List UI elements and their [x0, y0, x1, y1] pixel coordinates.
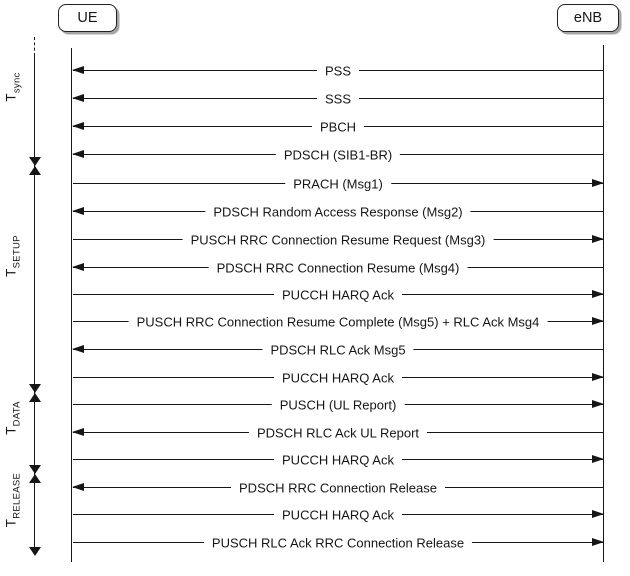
- timeline-arrowhead-down-icon: [28, 547, 41, 556]
- message-label: PRACH (Msg1): [285, 176, 391, 192]
- arrowhead-right-icon: [592, 455, 604, 463]
- section-label-trelease: TRELEASE: [3, 472, 23, 528]
- message-label: PDSCH RLC Ack UL Report: [248, 425, 428, 441]
- enb-actor-label: eNB: [573, 10, 603, 26]
- message-label: PUSCH (UL Report): [271, 397, 405, 413]
- message-label: PUSCH RRC Connection Resume Complete (Ms…: [128, 314, 548, 330]
- arrowhead-right-icon: [592, 235, 604, 243]
- timeline-arrowhead-down-icon: [28, 384, 41, 393]
- arrowhead-left-icon: [72, 483, 84, 491]
- enb-lifeline: [603, 45, 604, 562]
- arrowhead-right-icon: [592, 400, 604, 408]
- arrowhead-right-icon: [592, 179, 604, 187]
- arrowhead-right-icon: [592, 317, 604, 325]
- timeline-dashed-start: [34, 37, 35, 56]
- timeline-arrowhead-up-icon: [28, 393, 41, 402]
- ue-lifeline: [71, 48, 72, 562]
- message-label: PUSCH RLC Ack RRC Connection Release: [203, 535, 473, 551]
- arrowhead-left-icon: [72, 94, 84, 102]
- arrowhead-left-icon: [72, 263, 84, 271]
- arrowhead-right-icon: [592, 510, 604, 518]
- message-label: PUCCH HARQ Ack: [274, 287, 402, 303]
- arrowhead-left-icon: [72, 428, 84, 436]
- message-label: PDSCH RRC Connection Release: [231, 480, 445, 496]
- message-label: PDSCH RRC Connection Resume (Msg4): [208, 260, 468, 276]
- message-label: PDSCH Random Access Response (Msg2): [205, 204, 471, 220]
- message-label: PUCCH HARQ Ack: [274, 370, 402, 386]
- message-label: PUCCH HARQ Ack: [274, 507, 402, 523]
- timeline-axis: [34, 56, 35, 549]
- message-label: PDSCH RLC Ack Msg5: [262, 342, 414, 358]
- message-label: PDSCH (SIB1-BR): [275, 147, 401, 163]
- arrowhead-right-icon: [592, 373, 604, 381]
- message-label: PSS: [316, 63, 360, 79]
- timeline-arrowhead-up-icon: [28, 474, 41, 483]
- section-label-tsetup: TSETUP: [3, 235, 23, 277]
- enb-actor-box: eNB: [557, 4, 619, 32]
- timeline-arrowhead-down-icon: [28, 157, 41, 166]
- arrowhead-left-icon: [72, 207, 84, 215]
- message-label: PBCH: [311, 119, 365, 135]
- ue-actor-box: UE: [58, 4, 117, 32]
- arrowhead-left-icon: [72, 122, 84, 130]
- timeline-arrowhead-down-icon: [28, 465, 41, 474]
- message-label: SSS: [316, 91, 360, 107]
- arrowhead-left-icon: [72, 345, 84, 353]
- arrowhead-right-icon: [592, 290, 604, 298]
- ue-actor-label: UE: [77, 10, 98, 26]
- section-label-tsync: Tsync: [3, 72, 23, 102]
- message-label: PUCCH HARQ Ack: [274, 452, 402, 468]
- section-label-tdata: TDATA: [3, 401, 23, 435]
- arrowhead-left-icon: [72, 66, 84, 74]
- message-label: PUSCH RRC Connection Resume Request (Msg…: [182, 232, 494, 248]
- arrowhead-left-icon: [72, 150, 84, 158]
- arrowhead-right-icon: [592, 538, 604, 546]
- timeline-arrowhead-up-icon: [28, 166, 41, 175]
